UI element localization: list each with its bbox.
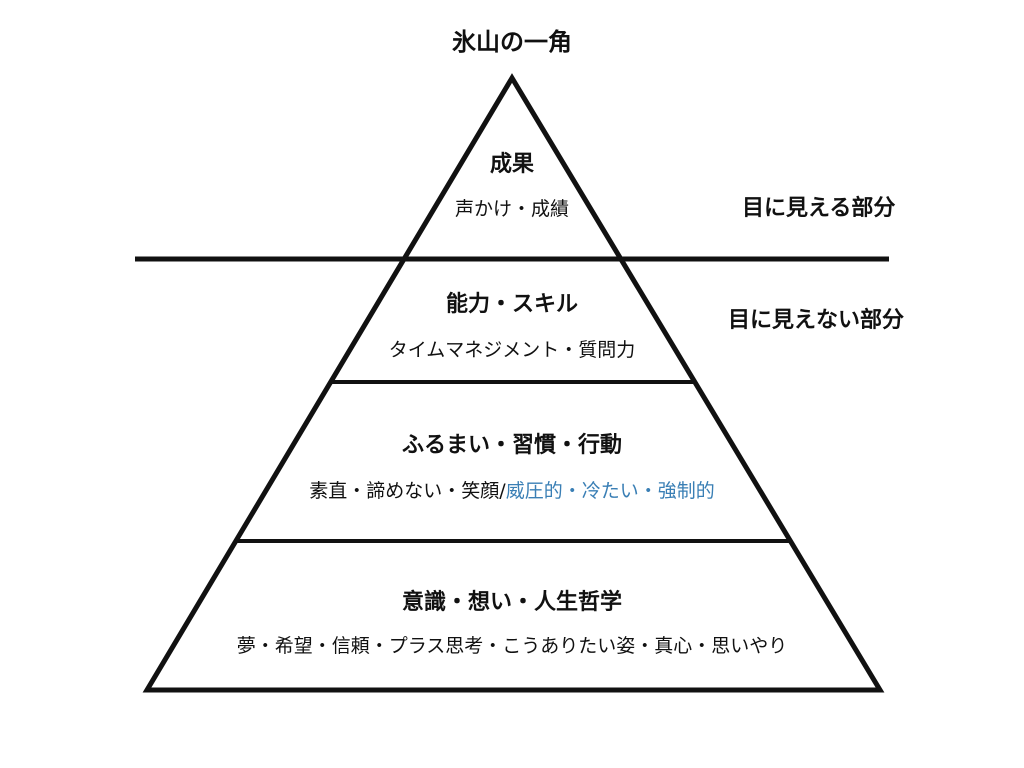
level-3-description-plain: 素直・諦めない・笑顔/ [309,480,506,502]
level-2-description: タイムマネジメント・質問力 [388,339,636,361]
pyramid-outline [142,73,885,693]
visible-part-label: 目に見える部分 [742,196,896,221]
invisible-part-label: 目に見えない部分 [728,308,905,333]
level-3-description: 素直・諦めない・笑顔/威圧的・冷たい・強制的 [309,476,714,503]
level-1-description: 声かけ・成績 [454,198,570,220]
level-4-description: 夢・希望・信頼・プラス思考・こうありたい姿・真心・思いやり [236,635,788,657]
level-2-heading: 能力・スキル [445,292,579,317]
level-4-heading: 意識・想い・人生哲学 [401,590,623,615]
diagram-title: 氷山の一角 [452,28,572,56]
level-3-heading: ふるまい・習慣・行動 [401,433,623,458]
level-3-description-accent: 威圧的・冷たい・強制的 [505,480,715,502]
level-1-heading: 成果 [489,152,535,177]
